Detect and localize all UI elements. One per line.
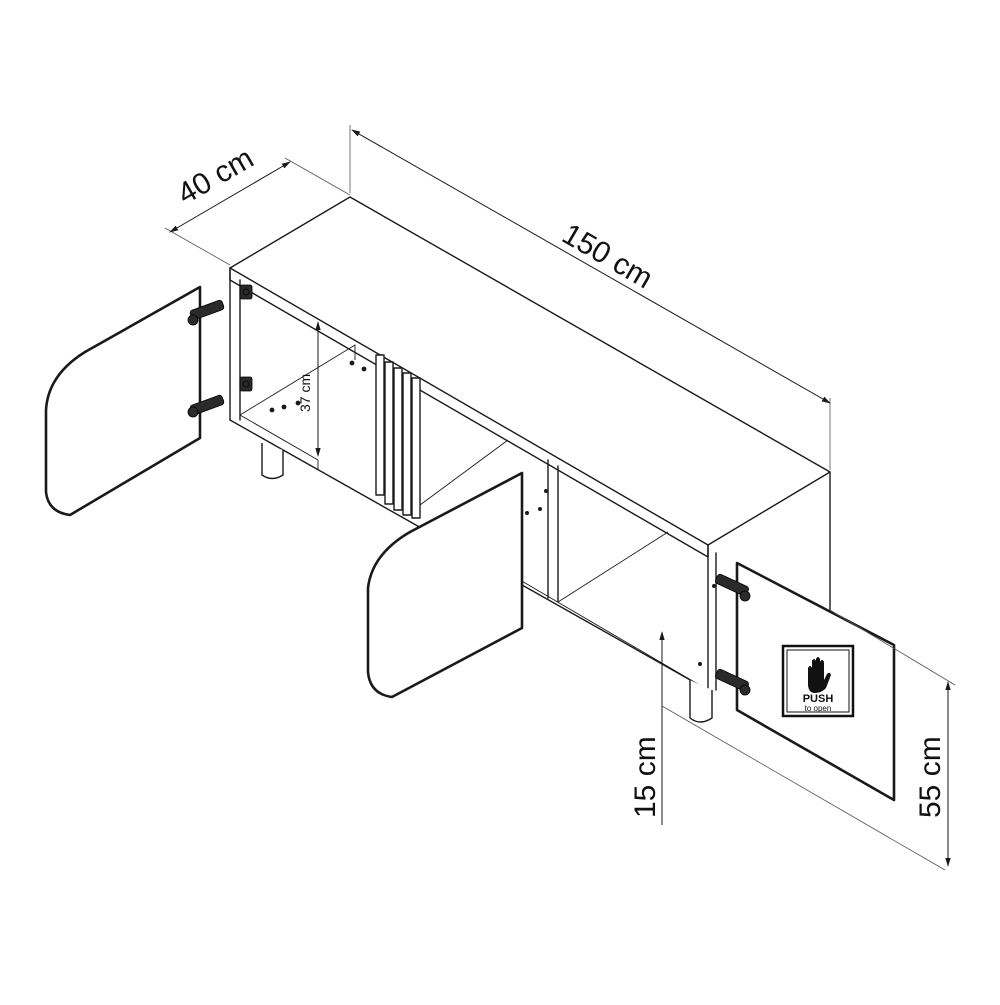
door-middle: [366, 471, 524, 699]
leg-right: [689, 680, 713, 723]
cabinet-legs: [261, 443, 713, 723]
sign-line2: to open: [805, 704, 832, 713]
hinge-icon: [715, 573, 751, 602]
hinge-icon: [239, 284, 253, 300]
leg-height-label: 15 cm: [629, 736, 662, 818]
door-left: [44, 285, 202, 517]
hinges: [187, 284, 751, 696]
middle-bottom-shelf: [419, 439, 509, 506]
width-label: 150 cm: [557, 217, 659, 295]
push-to-open-sign: PUSH to open: [781, 644, 855, 718]
left-bottom-shelf: [239, 414, 319, 461]
slat-divider: [375, 354, 421, 519]
hinge-icon: [187, 299, 225, 326]
cabinet-top: [229, 196, 831, 546]
hinge-icon: [187, 394, 225, 418]
inner-height-label: 37 cm: [297, 374, 313, 412]
plinth-line: [519, 579, 709, 691]
leg-left: [261, 443, 284, 480]
dimension-inner-height: 37 cm: [297, 321, 321, 457]
hinge-icon: [715, 668, 751, 696]
dimension-leg-height: 15 cm: [629, 631, 946, 871]
hinge-icon: [239, 376, 253, 392]
total-height-label: 55 cm: [914, 736, 947, 818]
sign-line1: PUSH: [803, 693, 834, 705]
right-bottom-shelf: [557, 531, 669, 603]
hand-icon: [808, 657, 831, 693]
dimension-total-height: 55 cm: [829, 609, 956, 867]
depth-label: 40 cm: [172, 142, 259, 211]
